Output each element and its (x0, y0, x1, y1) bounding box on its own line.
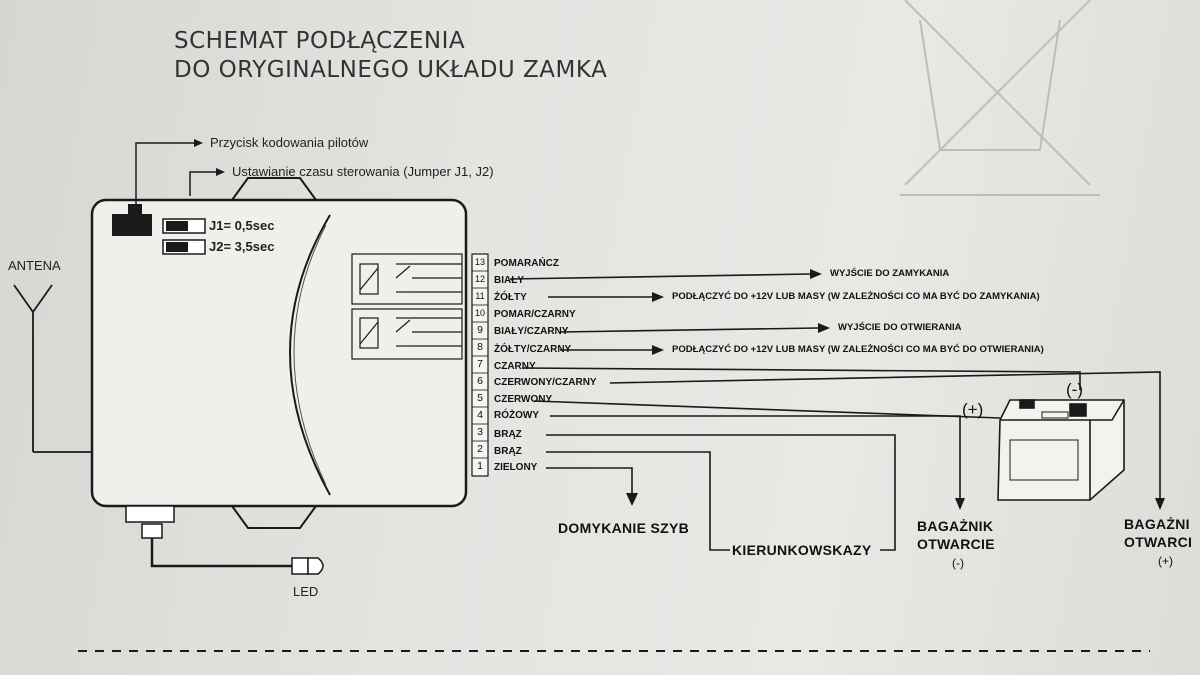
wire-label-13: POMARAŃCZ (494, 258, 559, 269)
wire-label-5: CZERWONY (494, 394, 553, 405)
pin-number: 12 (474, 274, 485, 284)
mounting-tab-bottom (231, 505, 317, 529)
wire-label-2: BRĄZ (494, 446, 522, 457)
output-lock-label: WYJŚCIE DO ZAMYKANIA (830, 268, 950, 279)
battery-icon (997, 399, 1125, 501)
pin-number: 4 (477, 409, 483, 421)
pin-number: 3 (477, 426, 483, 438)
antenna-label: ANTENA (8, 258, 61, 273)
housing-curve (289, 214, 331, 496)
battery-minus-label: (-) (1066, 380, 1083, 399)
led-label: LED (293, 584, 319, 599)
trunk-open-plus-line2: OTWARCI (1124, 534, 1193, 550)
trunk-open-minus-line3: (-) (952, 556, 964, 570)
jumper-label: Ustawianie czasu sterowania (Jumper J1, … (232, 164, 494, 179)
indicators-label: KIERUNKOWSKAZY (732, 542, 872, 558)
mounting-tab-top (231, 177, 317, 201)
output-lock-power-label: PODŁĄCZYĆ DO +12V LUB MASY (W ZALEŻNOŚCI… (672, 291, 1040, 302)
pin-number: 8 (477, 341, 483, 353)
wire-label-9: BIAŁY/CZARNY (494, 326, 569, 337)
led-icon (291, 557, 324, 575)
pin-number: 11 (475, 291, 485, 301)
wire-label-1: ZIELONY (494, 462, 538, 473)
wire-label-4: RÓŻOWY (494, 410, 539, 421)
coding-button (112, 214, 152, 236)
trunk-open-minus-line2: OTWARCIE (917, 536, 995, 552)
trunk-open-minus-line1: BAGAŻNIK (917, 518, 994, 534)
coding-button-label: Przycisk kodowania pilotów (210, 135, 369, 150)
jumper-j2-label: J2= 3,5sec (209, 239, 275, 254)
page-subtitle: DO ORYGINALNEGO UKŁADU ZAMKA (174, 57, 608, 83)
page-title: SCHEMAT PODŁĄCZENIA (174, 28, 466, 54)
pin-number: 5 (477, 392, 483, 404)
pin-number: 6 (477, 375, 483, 387)
wire-label-12: BIAŁY (494, 275, 524, 286)
jumper-j1-label: J1= 0,5sec (209, 218, 275, 233)
antenna-icon (13, 284, 92, 453)
wire-label-6: CZERWONY/CZARNY (494, 377, 597, 388)
wire-label-10: POMAR/CZARNY (494, 309, 576, 320)
pin-number: 10 (474, 308, 485, 318)
wire-label-11: ŻÓŁTY (494, 292, 527, 303)
wire-label-3: BRĄZ (494, 429, 522, 440)
pin-number: 9 (477, 324, 483, 336)
relay-lock (351, 253, 463, 305)
wire-label-8: ŻÓŁTY/CZARNY (494, 344, 572, 355)
pin-number: 2 (477, 443, 483, 455)
pin-connector (471, 253, 489, 477)
pin-number: 13 (474, 257, 485, 267)
pin-number: 7 (477, 358, 483, 370)
pin-number: 1 (477, 460, 483, 472)
battery-plus-label: (+) (962, 400, 984, 419)
relay-unlock (351, 308, 463, 360)
windows-closing-label: DOMYKANIE SZYB (558, 520, 689, 536)
wire-label-7: CZARNY (494, 361, 536, 372)
output-unlock-label: WYJŚCIE DO OTWIERANIA (838, 322, 962, 333)
controller-housing (90, 198, 468, 508)
recycle-bin-icon (900, 0, 1100, 196)
output-unlock-power-label: PODŁĄCZYĆ DO +12V LUB MASY (W ZALEŻNOŚCI… (672, 344, 1044, 355)
trunk-open-plus-line1: BAGAŻNI (1124, 516, 1190, 532)
trunk-open-plus-line3: (+) (1158, 554, 1173, 568)
led-connector (125, 505, 175, 523)
